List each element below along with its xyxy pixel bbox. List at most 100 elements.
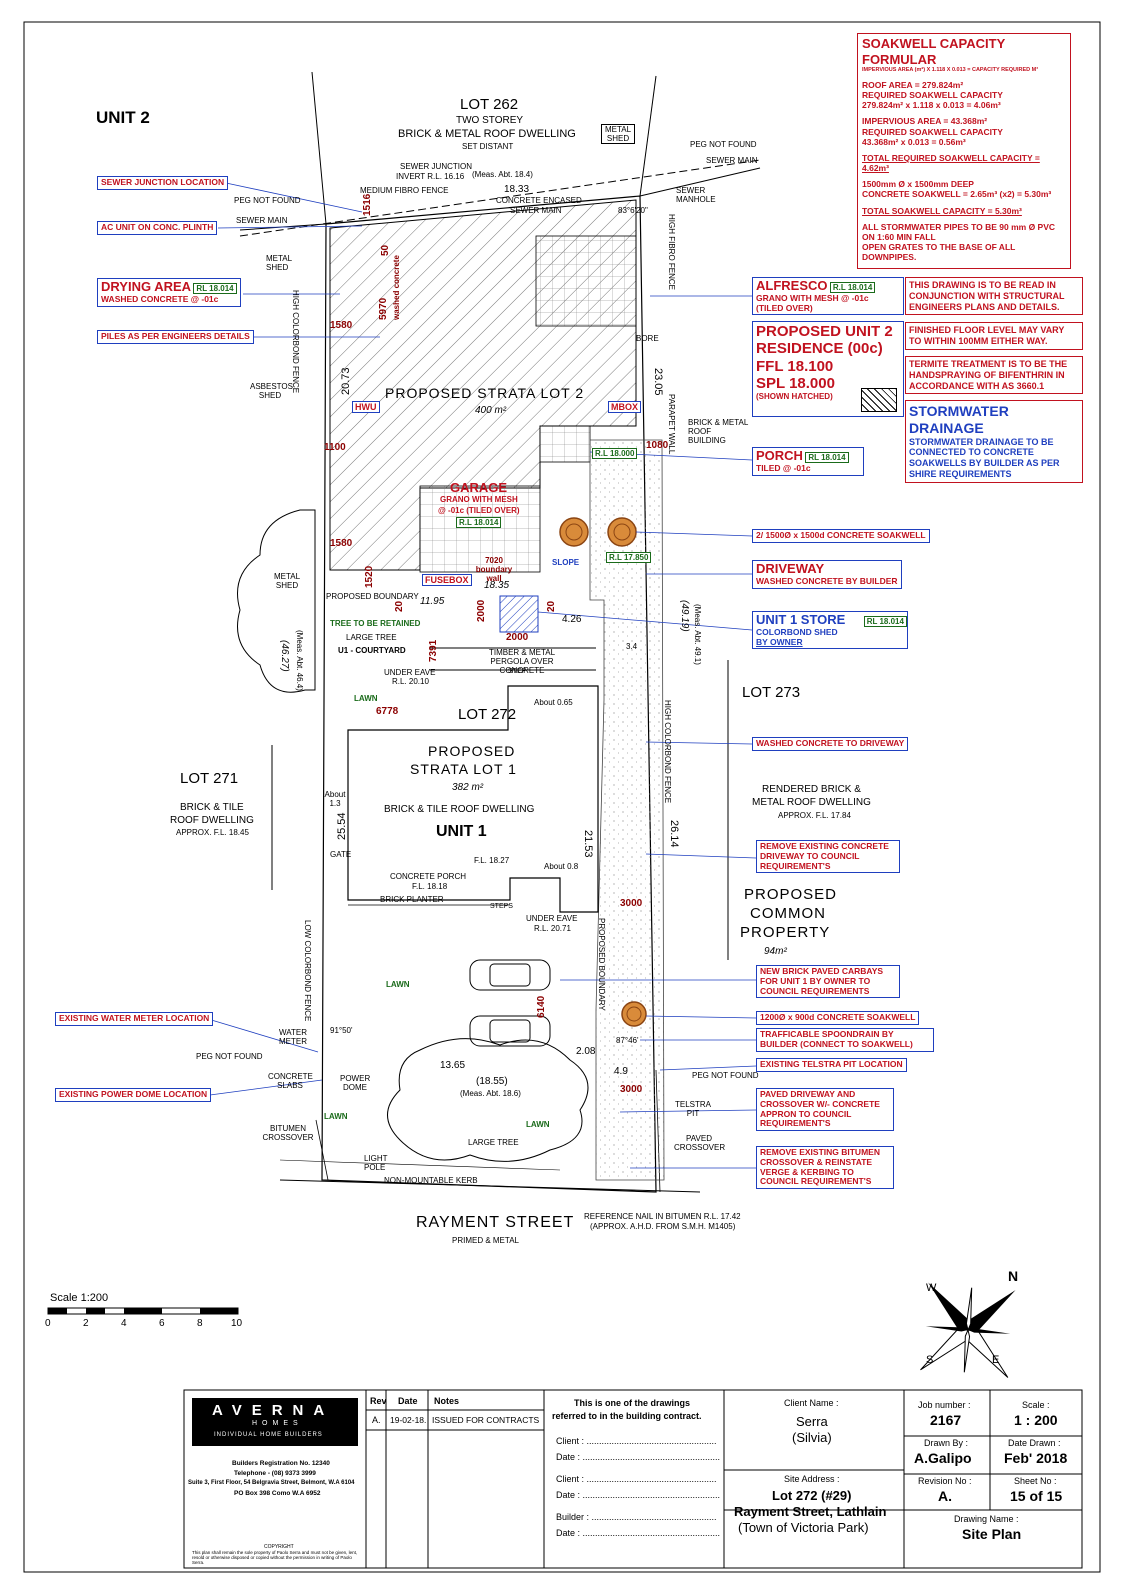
prop-unit-line1: PROPOSED UNIT 2 [756,323,893,340]
car-bottom [469,1015,551,1047]
date-line-1[interactable]: Date : .................................… [556,1452,721,1462]
unit-title: UNIT 2 [96,108,150,127]
lawn-verge-right: LAWN [526,1120,550,1129]
kerb-label: NON-MOUNTABLE KERB [384,1176,478,1185]
ref-nail: REFERENCE NAIL IN BITUMEN R.L. 17.42 [584,1212,741,1221]
about-1-3: About 1.3 [324,790,346,808]
unit1-building [347,685,599,913]
date-drawn: Feb' 2018 [1004,1450,1068,1466]
dim-1100: 1100 [324,442,346,453]
dim-1580b: 1580 [330,538,353,549]
alfresco-title: ALFRESCO [756,278,828,293]
lot271-c: APPROX. F.L. 18.45 [176,828,249,837]
notes-header: Notes [434,1396,460,1406]
spl-value: SPL 18.000 [756,374,835,392]
gate-label: GATE [330,850,352,859]
north-arrow [920,1282,1016,1378]
client-line-2[interactable]: Client : ...............................… [556,1474,717,1484]
imp-area: IMPERVIOUS AREA = 43.368m² [862,116,988,127]
date-drawn-header: Date Drawn : [1008,1438,1061,1448]
sewer-main-right: SEWER MAIN [706,156,758,165]
client-name: Serra [796,1414,828,1429]
drying-sub: WASHED CONCRETE @ -01c [101,293,219,304]
asbestos-shed: ASBESTOS SHED [250,382,293,400]
porch-rl: RL 18.014 [805,452,849,463]
power-dome: POWER DOME [340,1074,371,1092]
builder-reg: Builders Registration No. 12340 [232,1460,330,1467]
callout-sewer-junction: SEWER JUNCTION LOCATION [97,176,229,190]
averna-logo-sub: HOMES [252,1420,303,1427]
scale-tick-4: 4 [121,1318,127,1329]
parapet-wall: PARAPET WALL [667,394,676,455]
garage-title: GARAGE [450,480,508,495]
alfresco-rl: R.L 18.014 [829,282,876,293]
driveway-sub: WASHED CONCRETE BY BUILDER [756,575,898,586]
lot262-a: TWO STOREY [456,115,524,126]
tree-to-be-retained: TREE TO BE RETAINED [330,619,421,628]
car-top [469,959,551,991]
stormwater-title: STORMWATER DRAINAGE [909,403,1009,436]
callout-washed-concrete: WASHED CONCRETE TO DRIVEWAY [752,737,909,751]
dim-13-65: 13.65 [440,1060,466,1071]
pipes-1: ALL STORMWATER PIPES TO BE 90 mm Ø PVC [862,221,1056,232]
dim-11-95: 11.95 [420,596,445,607]
date-line-3[interactable]: Date : .................................… [556,1528,721,1538]
client-label-1: Client : [556,1436,585,1446]
callout-bitumen: REMOVE EXISTING BITUMEN CROSSOVER & REIN… [756,1146,894,1190]
callout-proposed-unit2: PROPOSED UNIT 2 RESIDENCE (00c) FFL 18.1… [752,321,904,417]
roof-req: REQUIRED SOAKWELL CAPACITY [862,89,1003,100]
note-ffl: FINISHED FLOOR LEVEL MAY VARY TO WITHIN … [905,322,1083,350]
rev-date: 19-02-18. [390,1415,427,1425]
site-address-header: Site Address : [784,1474,840,1484]
soakwell-formula: IMPERVIOUS AREA (m²) X 1.118 X 0.013 = C… [862,67,1039,74]
callout-carbays: NEW BRICK PAVED CARBAYS FOR UNIT 1 BY OW… [756,965,900,999]
builder-po: PO Box 398 Como W.A 6952 [234,1490,321,1497]
telstra-pit: TELSTRA PIT [674,1100,711,1118]
client-label-2: Client : [556,1474,585,1484]
builder-addr: Suite 3, First Floor, 54 Belgravia Stree… [188,1480,355,1486]
metal-shed-left: METAL SHED [266,254,292,272]
compass-w: W [926,1282,937,1294]
dim-18-33: 18.33 [504,184,530,195]
dim-4-26: 4.26 [562,614,582,625]
hwu-label: HWU [352,401,380,413]
lot1-name2: STRATA LOT 1 [410,761,517,777]
drying-title: DRYING AREA [101,279,192,294]
callout-soakwell-1: 1200Ø x 900d CONCRETE SOAKWELL [756,1011,920,1025]
concrete-porch: CONCRETE PORCH [390,872,467,881]
soakwell-3 [621,1001,647,1027]
scale-tick-10: 10 [231,1318,243,1329]
client-line-1[interactable]: Client : ...............................… [556,1436,717,1446]
dim-1080: 1080 [646,440,669,451]
builder-line[interactable]: Builder : ..............................… [556,1512,717,1522]
contract-line1: This is one of the drawings [574,1398,691,1408]
high-colorbond-fence-right: HIGH COLORBOND FENCE [663,700,672,804]
street-sub: PRIMED & METAL [452,1236,519,1245]
title-block-frame [183,1389,1083,1569]
paved-crossover: PAVED CROSSOVER [674,1134,726,1152]
callout-alfresco: ALFRESCO R.L 18.014 GRANO WITH MESH @ -0… [752,277,904,316]
date-line-2[interactable]: Date : .................................… [556,1490,721,1500]
dim-18-35: 18.35 [484,580,510,591]
scale-tick-0: 0 [45,1318,51,1329]
lot271-a: BRICK & TILE [180,802,244,813]
sewer-manhole: SEWER MANHOLE [676,186,716,204]
sewer-main-center: SEWER MAIN [510,206,562,215]
date-header: Date [398,1396,418,1406]
lot271-label: LOT 271 [180,770,239,787]
meas-49-1: (Meas. Abt. 49.1) [693,604,702,665]
drawing-name-header: Drawing Name : [954,1514,1019,1524]
large-tree-courtyard [237,509,316,693]
step-label: STEP [508,668,527,675]
courtyard-label: U1 - COURTYARD [338,646,406,655]
dim-49-19: (49.19) [679,600,690,632]
compass-n: N [1008,1268,1019,1284]
fl-18-18: F.L. 18.18 [412,882,448,891]
ref-nail-2: (APPROX. A.H.D. FROM S.M.H. M1405) [590,1222,736,1231]
hatch-legend-swatch [861,388,897,412]
date-label-2: Date : [556,1490,581,1500]
callout-driveway: DRIVEWAY WASHED CONCRETE BY BUILDER [752,560,902,589]
averna-logo-tag: INDIVIDUAL HOME BUILDERS [214,1432,323,1438]
meas-18-4: (Meas. Abt. 18.4) [472,170,533,179]
pergola-label: TIMBER & METAL PERGOLA OVER CONCRETE [488,648,556,675]
